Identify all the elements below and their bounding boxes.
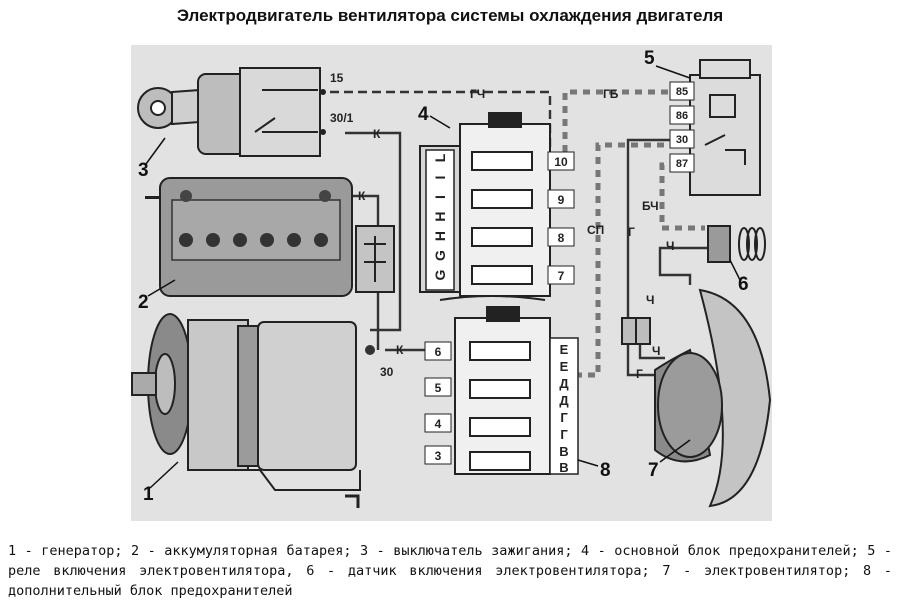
battery <box>145 177 353 297</box>
extra-number-6: 6 <box>435 345 442 359</box>
callouts: 1 2 3 4 5 6 7 8 <box>138 48 749 505</box>
relay-pin-87: 87 <box>676 158 688 170</box>
relay-pin-30: 30 <box>676 134 688 146</box>
callout-2: 2 <box>138 292 149 313</box>
fuse-number-10: 10 <box>554 155 568 169</box>
label-bch: БЧ <box>642 199 659 213</box>
fuse-letter: G <box>432 269 448 280</box>
letter: Г <box>560 410 568 425</box>
wire-gb <box>562 89 690 152</box>
fan-motor <box>654 288 772 508</box>
fan-relay: 85 86 30 87 <box>669 59 761 196</box>
label-gb: ГБ <box>603 87 619 101</box>
fuse-letter: H <box>432 211 448 221</box>
wire-k-ignition <box>345 131 402 332</box>
fuse-number-9: 9 <box>558 193 565 207</box>
ignition-switch <box>137 67 326 157</box>
label-30: 30 <box>380 365 394 379</box>
extra-number-4: 4 <box>435 417 442 431</box>
fuse-letter: L <box>432 153 448 162</box>
label-sp: СП <box>587 223 604 237</box>
label-gch: ГЧ <box>470 87 485 101</box>
wire-g-relay <box>626 138 690 320</box>
fuse-letter: I <box>432 195 448 199</box>
wire-ch-sensor <box>658 246 710 285</box>
fuse-block-extra: 6 5 4 3 Е Е Д Д Г Г В В <box>424 306 579 475</box>
relay-pin-86: 86 <box>676 110 688 122</box>
label-ch-connector: Ч <box>646 293 654 307</box>
fuse-numbers-main: 10 9 8 7 <box>547 151 575 285</box>
letter: В <box>559 444 568 459</box>
fuse-numbers-extra: 6 5 4 3 <box>424 341 452 465</box>
wire-sp <box>575 142 690 378</box>
fuse-letter: H <box>432 231 448 241</box>
connector-plug <box>355 225 395 293</box>
fuse-letter: I <box>432 176 448 180</box>
fan-connector <box>621 317 651 345</box>
letter: Е <box>560 342 569 357</box>
label-g-relay: Г <box>628 225 635 239</box>
letter: Е <box>560 359 569 374</box>
fuse-number-7: 7 <box>558 269 565 283</box>
diagram-title: Электродвигатель вентилятора системы охл… <box>176 6 724 25</box>
wire-k-battery <box>350 194 380 350</box>
callout-6: 6 <box>738 274 749 295</box>
fuse-letter: G <box>432 250 448 261</box>
label-g-motor: Г <box>636 367 643 381</box>
label-30-1: 30/1 <box>330 111 354 125</box>
letter: Д <box>559 376 569 391</box>
callout-3: 3 <box>138 160 149 181</box>
relay-pin-85: 85 <box>676 86 688 98</box>
callout-4: 4 <box>418 104 429 125</box>
label-ch-motor: Ч <box>652 344 660 358</box>
callout-7: 7 <box>648 460 659 481</box>
label-15: 15 <box>330 71 344 85</box>
letter: Г <box>560 427 568 442</box>
fuse-number-8: 8 <box>558 231 565 245</box>
label-k-ignition: К <box>373 127 381 141</box>
callout-leaders <box>145 65 741 489</box>
wire-ch-motor <box>638 345 665 360</box>
fuse-block-extra-right-letters: Е Е Д Д Г Г В В <box>559 342 569 475</box>
extra-number-3: 3 <box>435 449 442 463</box>
generator <box>131 313 375 508</box>
letter: В <box>559 460 568 475</box>
label-ch-sensor: Ч <box>666 239 674 253</box>
callout-8: 8 <box>600 460 611 481</box>
wire-g-motor <box>626 345 665 377</box>
label-k-generator: К <box>396 343 404 357</box>
callout-1: 1 <box>143 484 154 505</box>
label-k-battery: К <box>358 189 366 203</box>
labels: 15 30/1 30 ГЧ ГБ К К К СП БЧ Г Ч Ч Ч Г <box>330 71 674 381</box>
fan-sensor <box>707 225 766 263</box>
fuse-slots-main <box>471 151 533 285</box>
legend-caption: 1 - генератор; 2 - аккумуляторная батаре… <box>8 543 892 599</box>
fuse-slots-extra <box>469 341 531 471</box>
extra-number-5: 5 <box>435 381 442 395</box>
letter: Д <box>559 393 569 408</box>
callout-5: 5 <box>644 48 655 69</box>
